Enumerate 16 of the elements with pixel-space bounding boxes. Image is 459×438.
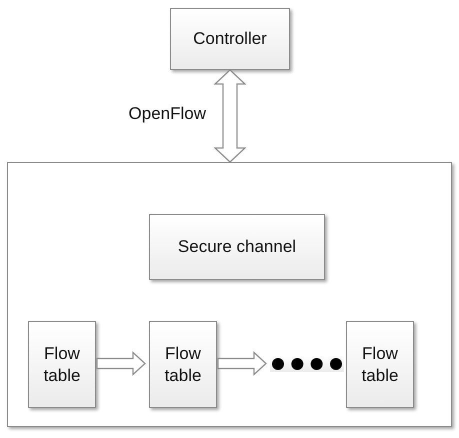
node-label: Flow table (42, 343, 82, 386)
edge-label: OpenFlow (128, 104, 206, 124)
ellipsis-dots (270, 356, 344, 372)
hollow-arrow (213, 69, 247, 163)
process-box (346, 321, 414, 408)
process-box (28, 321, 96, 408)
switch-container-box (7, 162, 452, 427)
hollow-arrow (217, 351, 267, 376)
controller-box (170, 8, 290, 70)
node-label: Flow table (360, 343, 400, 386)
node-label: Flow table (164, 343, 202, 386)
process-box (149, 321, 217, 408)
process-box (149, 214, 325, 280)
node-label: Secure channel (176, 236, 298, 258)
hollow-arrow (96, 351, 146, 376)
node-label: Controller (192, 28, 268, 50)
